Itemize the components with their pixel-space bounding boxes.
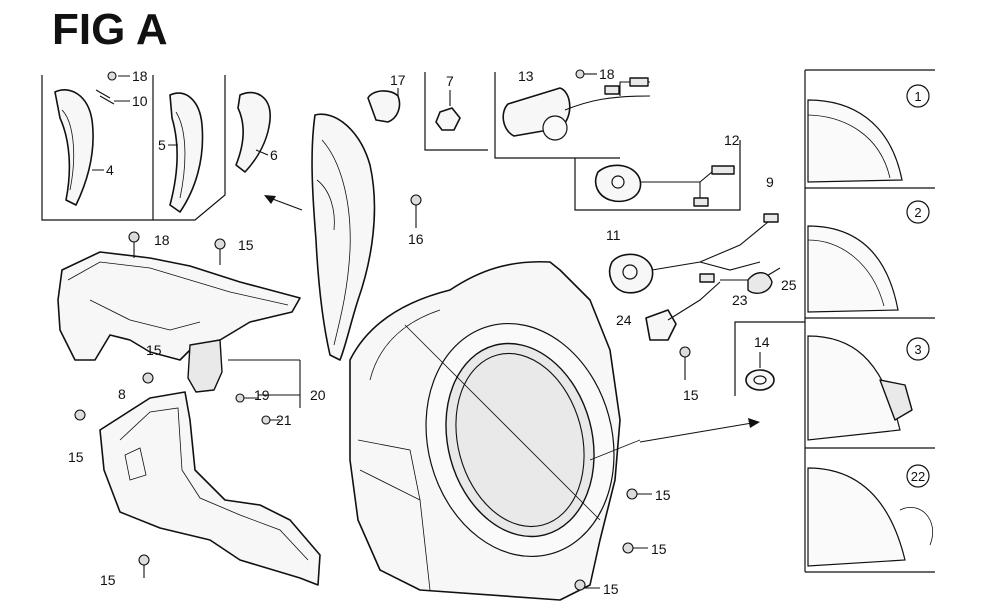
- detail-ref-22: 22: [911, 469, 925, 484]
- clip-17-part: [367, 90, 401, 123]
- detail-ref-3-circle: [906, 337, 930, 361]
- clip-25-part: [747, 272, 773, 294]
- callout-25: 25: [781, 277, 797, 293]
- washer-19-icon: [235, 393, 245, 403]
- callout-4: 4: [106, 162, 114, 178]
- callout-7: 7: [446, 73, 454, 89]
- wiring-group: [608, 213, 781, 380]
- detail-2-view: [807, 225, 899, 313]
- callout-24: 24: [616, 312, 632, 328]
- upper-cover: [57, 231, 301, 393]
- nut-7-part: [435, 107, 461, 131]
- detail-22-view: [807, 467, 906, 567]
- shield-part-4: [54, 89, 94, 206]
- callout-19: 19: [254, 387, 270, 403]
- callout-20: 20: [310, 387, 326, 403]
- inset-nut-7: [424, 72, 488, 151]
- callout-17: 17: [390, 72, 406, 88]
- screw-21-icon: [261, 415, 271, 425]
- detail-3-view: [807, 335, 901, 441]
- callout-6: 6: [270, 147, 278, 163]
- callout-15f: 15: [651, 541, 667, 557]
- screw-15d-icon: [142, 372, 154, 384]
- detail-panels: 1 2 3 22: [804, 69, 935, 573]
- callout-14: 14: [754, 334, 770, 350]
- detail-ref-22-circle: [906, 464, 930, 488]
- callout-16: 16: [408, 231, 424, 247]
- callouts: 18 10 4 5 6 17 7 13 18 12 16 18 15 9 11 …: [68, 66, 797, 597]
- callout-15c: 15: [146, 342, 162, 358]
- callout-12: 12: [724, 132, 740, 148]
- inset-13: [494, 69, 741, 211]
- detail-ref-2: 2: [914, 205, 921, 220]
- screw-18-icon: [107, 71, 117, 81]
- callout-15b: 15: [683, 387, 699, 403]
- callout-18c: 18: [154, 232, 170, 248]
- shield-part-6: [235, 91, 271, 173]
- screw-15i-icon: [574, 579, 586, 591]
- callout-18b: 18: [599, 66, 615, 82]
- arrow-to-details: [639, 418, 760, 443]
- screw-16-icon: [410, 194, 422, 206]
- sensor-12: [594, 164, 736, 207]
- screw-15f-icon: [626, 488, 638, 500]
- mount-bracket: [187, 339, 223, 393]
- upper-cover-panel: [57, 251, 301, 361]
- lower-cover-panel: [99, 391, 321, 586]
- detail-ref-3: 3: [914, 342, 921, 357]
- side-shroud: [311, 113, 422, 361]
- inset-shields: [41, 71, 271, 221]
- detail-1-view: [807, 99, 903, 183]
- shroud-panel: [311, 113, 376, 361]
- callout-8: 8: [118, 386, 126, 402]
- detail-ref-2-circle: [906, 200, 930, 224]
- screw-15a-icon: [214, 238, 226, 250]
- blower-housing: [349, 260, 652, 601]
- inset-frame: [41, 75, 226, 221]
- figure-title: FIG A: [52, 5, 168, 54]
- screw-15h-icon: [138, 554, 150, 566]
- clip-17: [367, 88, 401, 123]
- callout-9: 9: [766, 174, 774, 190]
- detail-ref-1: 1: [914, 89, 921, 104]
- callout-15g: 15: [603, 581, 619, 597]
- lower-cover: [74, 359, 321, 586]
- detail-ref-1-circle: [906, 84, 930, 108]
- screw-15b-icon: [679, 346, 691, 358]
- callout-15h: 15: [100, 572, 116, 588]
- callout-10: 10: [132, 93, 148, 109]
- callout-15e: 15: [655, 487, 671, 503]
- callout-13: 13: [518, 68, 534, 84]
- arrow-to-inset: [264, 195, 303, 211]
- shield-part-5: [169, 92, 204, 213]
- callout-21: 21: [276, 412, 292, 428]
- screw-18c-icon: [128, 231, 140, 243]
- callout-18a: 18: [132, 68, 148, 84]
- inset-grommet-14: [734, 321, 805, 396]
- clip-10-icon: [95, 89, 115, 105]
- callout-23: 23: [732, 292, 748, 308]
- screw-15e-icon: [74, 409, 86, 421]
- callout-11: 11: [606, 227, 621, 243]
- screw-18b-icon: [575, 69, 585, 79]
- connector-24-part: [645, 309, 677, 341]
- callout-5: 5: [158, 137, 166, 153]
- callout-15a: 15: [238, 237, 254, 253]
- callout-15d: 15: [68, 449, 84, 465]
- screw-15g-icon: [622, 542, 634, 554]
